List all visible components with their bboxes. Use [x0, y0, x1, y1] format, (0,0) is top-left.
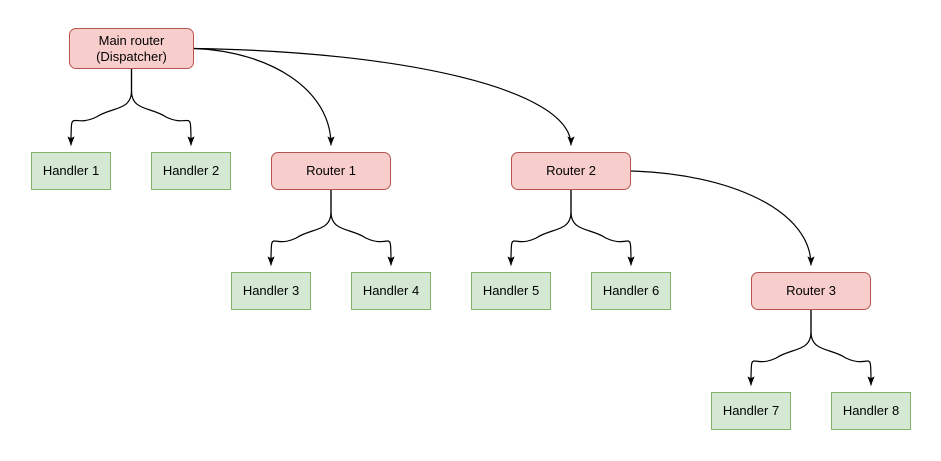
- node-label-handler-6: Handler 6: [602, 283, 660, 299]
- node-handler-7[interactable]: Handler 7: [711, 392, 791, 430]
- node-router-1[interactable]: Router 1: [271, 152, 391, 190]
- edge-router-1-to-handler-4: [330, 189, 395, 266]
- node-main-router[interactable]: Main router (Dispatcher): [69, 28, 194, 69]
- node-handler-4[interactable]: Handler 4: [351, 272, 431, 310]
- node-handler-3[interactable]: Handler 3: [231, 272, 311, 310]
- edge-main-to-router-1: [193, 47, 335, 146]
- node-label-handler-7: Handler 7: [722, 403, 780, 419]
- edge-main-to-handler-1: [67, 68, 133, 146]
- node-label-main-router: Main router (Dispatcher): [96, 33, 167, 64]
- edge-router-3-to-handler-8: [810, 309, 875, 386]
- node-label-handler-1: Handler 1: [42, 163, 100, 179]
- node-handler-8[interactable]: Handler 8: [831, 392, 911, 430]
- node-label-router-1: Router 1: [306, 163, 356, 179]
- edge-router-2-to-handler-5: [507, 189, 572, 266]
- edge-router-2-to-handler-6: [570, 189, 635, 266]
- node-label-handler-3: Handler 3: [242, 283, 300, 299]
- node-router-2[interactable]: Router 2: [511, 152, 631, 190]
- node-handler-5[interactable]: Handler 5: [471, 272, 551, 310]
- node-router-3[interactable]: Router 3: [751, 272, 871, 310]
- node-label-handler-5: Handler 5: [482, 283, 540, 299]
- node-label-handler-4: Handler 4: [362, 283, 420, 299]
- edge-main-to-router-2: [193, 47, 575, 146]
- node-label-router-3: Router 3: [786, 283, 836, 299]
- edge-main-to-handler-2: [130, 68, 195, 146]
- node-handler-2[interactable]: Handler 2: [151, 152, 231, 190]
- node-handler-6[interactable]: Handler 6: [591, 272, 671, 310]
- edge-router-1-to-handler-3: [267, 189, 332, 266]
- edge-router-2-to-router-3: [630, 170, 815, 266]
- node-label-router-2: Router 2: [546, 163, 596, 179]
- node-handler-1[interactable]: Handler 1: [31, 152, 111, 190]
- node-label-handler-2: Handler 2: [162, 163, 220, 179]
- node-label-handler-8: Handler 8: [842, 403, 900, 419]
- edge-router-3-to-handler-7: [747, 309, 812, 386]
